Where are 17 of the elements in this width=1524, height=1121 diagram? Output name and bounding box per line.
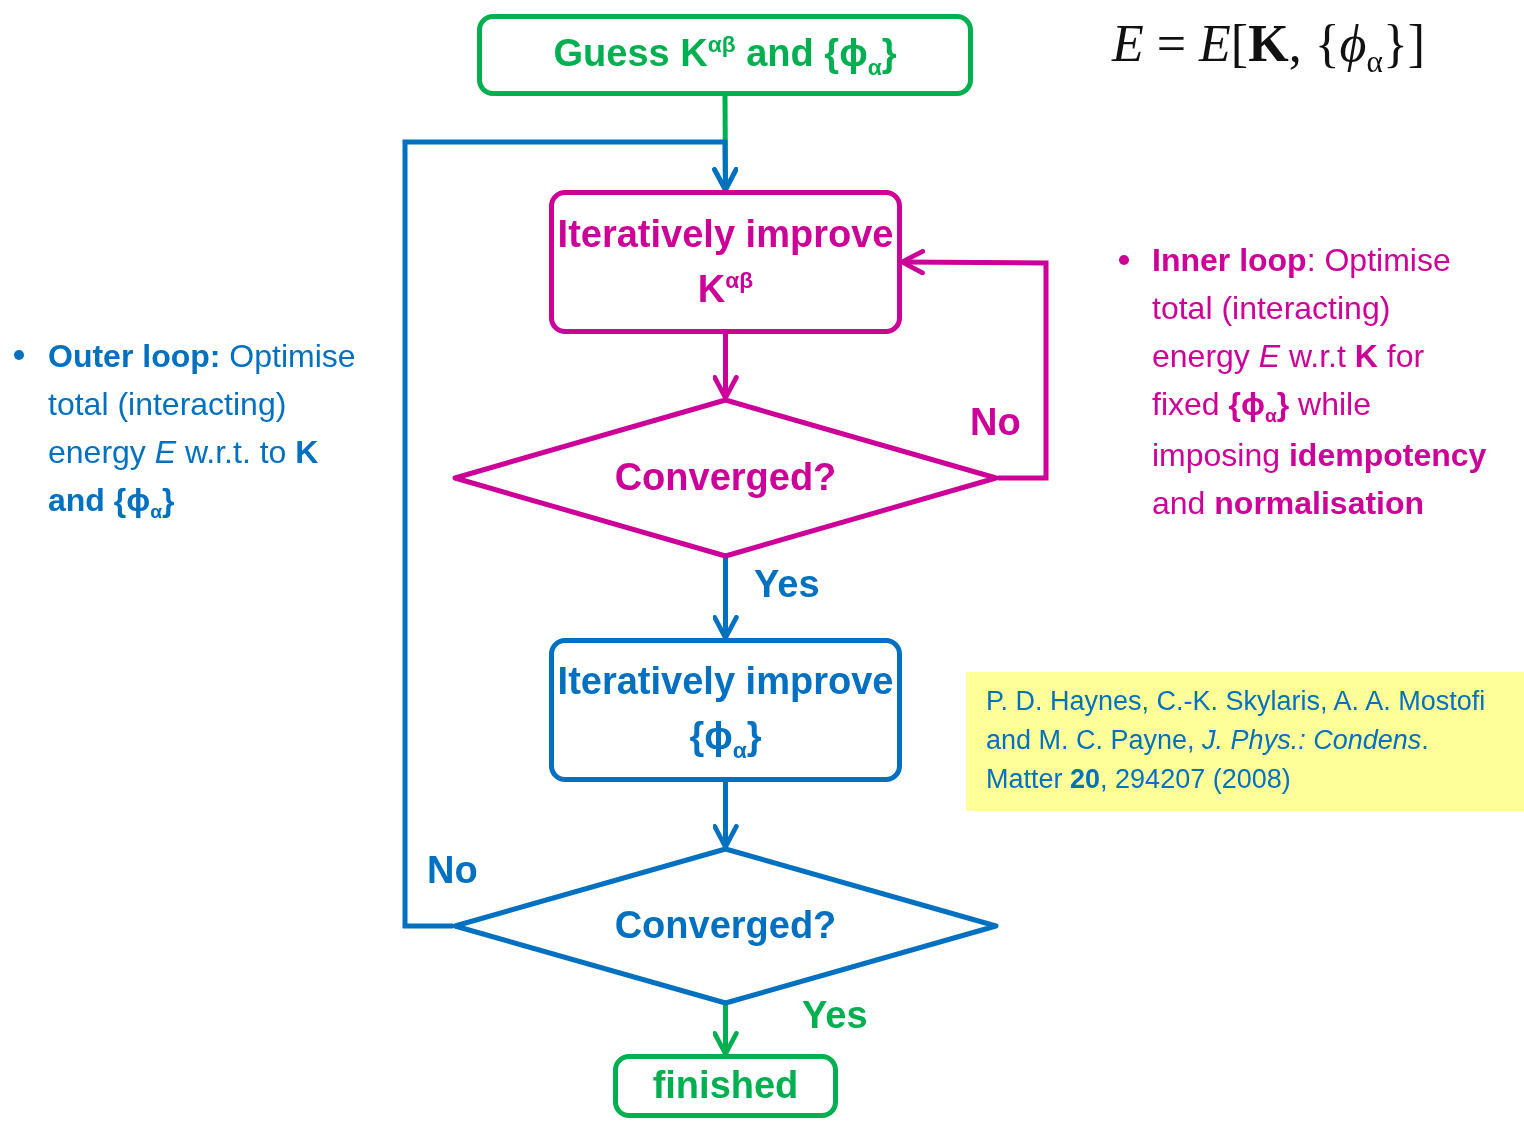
outer-loop-note: Outer loop: Optimise total (interacting) energy E w.r.t. to K and {ϕ$_{α}$} [48,337,357,525]
inner-loop-note: Inner loop: Optimise total (interacting) energy E w.r.t K for fixed {ϕ$_{α}$} while imposing idempotency and normalisation [1152,241,1488,524]
arrow [712,782,739,850]
process-box [549,190,902,334]
node-label: Converged? [614,455,837,501]
arrow [712,334,739,401]
arrow [402,139,739,929]
energy-formula: E = E[K, {ϕ$_{α}$}] [1112,14,1426,81]
reference-note: P. D. Haynes, C.-K. Skylaris, A. A. Mostofi and M. C. Payne, J. Phys.: Condens. Matter 20, 294207 (2008) [966,672,1524,812]
process-box [549,638,902,782]
node-label: Iteratively improve {ϕ$_{α}$} [556,658,895,765]
node-label: Guess K$^{αβ}$ and {ϕ$_{α}$} [553,30,897,82]
node-label: Converged? [614,903,837,949]
process-box [613,1054,838,1118]
node-label: finished [652,1063,799,1109]
node-label: Iteratively improve K$^{αβ}$ [556,211,895,312]
process-box [477,14,973,96]
